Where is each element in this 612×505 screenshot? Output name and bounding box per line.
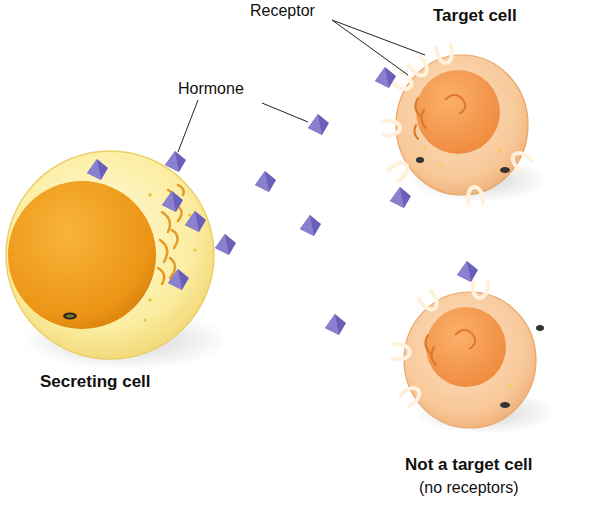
cell-label: Secreting cell bbox=[40, 372, 151, 392]
cell-node: Not a target cell (no receptors) bbox=[405, 455, 533, 497]
cell-note: (no receptors) bbox=[405, 479, 533, 497]
receptor-label: Receptor bbox=[250, 2, 315, 20]
hormone-label: Hormone bbox=[178, 80, 244, 98]
cell-node: Target cell bbox=[433, 6, 517, 26]
cell-node: Secreting cell bbox=[40, 372, 151, 392]
cell-label: Not a target cell bbox=[405, 455, 533, 475]
cell-label: Target cell bbox=[433, 6, 517, 26]
